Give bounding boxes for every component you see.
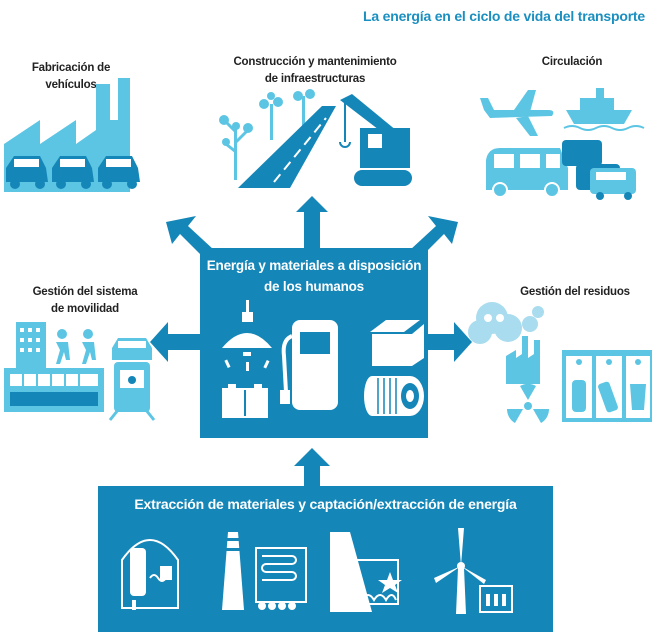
extraction-box-group bbox=[98, 486, 553, 632]
wind-turbine-icon bbox=[434, 528, 513, 614]
bus-icon bbox=[486, 148, 568, 198]
car-icon bbox=[98, 156, 140, 189]
mobility-icon bbox=[4, 322, 156, 421]
tree-icon bbox=[293, 89, 315, 128]
arrow-right bbox=[420, 322, 472, 362]
battery-icon bbox=[222, 384, 268, 418]
extraction-box-title: Extracción de materiales y captación/ext… bbox=[134, 496, 517, 512]
road-construction-icon bbox=[219, 89, 412, 188]
arrow-left bbox=[150, 322, 205, 362]
center-box-group bbox=[150, 196, 472, 488]
car-icon bbox=[562, 140, 636, 200]
factory-cars-icon bbox=[4, 78, 140, 192]
label-gestion-movilidad-1: Gestión del sistema bbox=[32, 286, 138, 298]
fuel-pump-icon bbox=[280, 320, 338, 410]
smoke-cloud-icon bbox=[468, 302, 544, 344]
recycling-bins-icon bbox=[562, 350, 652, 422]
ship-icon bbox=[563, 88, 645, 131]
skull-icon bbox=[484, 314, 504, 322]
pedestrian-icon bbox=[56, 329, 96, 364]
lamp-icon bbox=[222, 300, 272, 371]
label-construccion-2: de infraestructuras bbox=[264, 73, 366, 85]
label-construccion-1: Construcción y mantenimiento bbox=[233, 56, 397, 68]
radioactive-icon bbox=[506, 383, 550, 423]
center-box-title-line1: Energía y materiales a disposición bbox=[206, 258, 422, 273]
car-icon bbox=[52, 156, 94, 189]
cable-spool-icon bbox=[364, 376, 424, 416]
thermal-plant-icon bbox=[222, 532, 307, 610]
tram-icon bbox=[108, 362, 156, 421]
arrow-up bbox=[296, 196, 328, 250]
tree-icon bbox=[219, 115, 253, 180]
train-icon bbox=[4, 368, 104, 412]
crane-icon bbox=[339, 94, 412, 186]
car-icon bbox=[112, 338, 152, 360]
arrow-up-right bbox=[410, 216, 458, 258]
arrow-up-left bbox=[166, 216, 214, 258]
factory-icon bbox=[506, 336, 540, 384]
label-gestion-residuos: Gestión del residuos bbox=[520, 286, 630, 298]
center-box-title-line2: de los humanos bbox=[264, 279, 364, 294]
traffic-icon bbox=[480, 88, 645, 200]
label-circulacion: Circulación bbox=[541, 56, 603, 68]
waste-icon bbox=[468, 302, 652, 423]
package-icon bbox=[370, 320, 424, 366]
car-icon bbox=[6, 156, 48, 189]
label-gestion-movilidad-2: de movilidad bbox=[51, 303, 119, 315]
dam-icon bbox=[330, 532, 402, 612]
label-fabricacion: Fabricación de vehículos bbox=[31, 62, 111, 91]
tree-icon bbox=[259, 92, 283, 140]
road-icon bbox=[238, 106, 336, 188]
nuclear-plant-icon bbox=[121, 539, 179, 610]
plane-icon bbox=[480, 90, 554, 136]
arrow-from-extraction bbox=[294, 448, 330, 488]
diagram-title: La energía en el ciclo de vida del trans… bbox=[363, 8, 645, 24]
